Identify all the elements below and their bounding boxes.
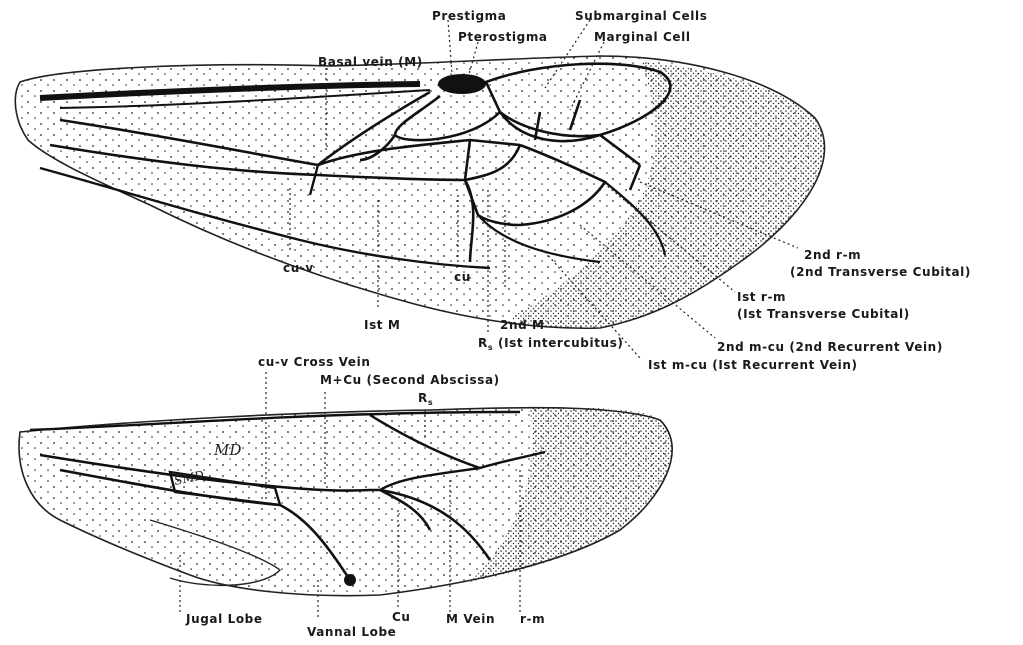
label-pterostigma: Pterostigma bbox=[458, 31, 548, 44]
label-second-rm-line2: (2nd Transverse Cubital) bbox=[790, 266, 971, 279]
rs-subscript: s bbox=[488, 343, 493, 352]
label-cu: cu bbox=[454, 271, 471, 284]
label-cu-v: cu-v bbox=[283, 262, 314, 275]
forewing bbox=[15, 20, 824, 358]
label-first-rm-line2: (Ist Transverse Cubital) bbox=[737, 308, 910, 321]
label-m-cu-second-abscissa: M+Cu (Second Abscissa) bbox=[320, 374, 500, 387]
label-rs-intercubitus: Rs (Ist intercubitus) bbox=[478, 337, 624, 351]
label-prestigma: Prestigma bbox=[432, 10, 506, 23]
rs-description: (Ist intercubitus) bbox=[493, 336, 623, 350]
label-second-rm-line1: 2nd r-m bbox=[804, 249, 861, 262]
label-cu-hindwing: Cu bbox=[392, 611, 411, 624]
label-second-m: 2nd M bbox=[500, 319, 545, 332]
rs-symbol: R bbox=[478, 336, 488, 350]
label-first-rm-line1: Ist r-m bbox=[737, 291, 786, 304]
label-submarginal-cells: Submarginal Cells bbox=[575, 10, 707, 23]
label-first-m: Ist M bbox=[364, 319, 400, 332]
label-md: MD bbox=[214, 441, 241, 459]
label-cu-v-cross-vein: cu-v Cross Vein bbox=[258, 356, 371, 369]
label-marginal-cell: Marginal Cell bbox=[594, 31, 691, 44]
label-vannal-lobe: Vannal Lobe bbox=[307, 626, 396, 639]
label-first-mcu: Ist m-cu (Ist Recurrent Vein) bbox=[648, 359, 858, 372]
label-jugal-lobe: Jugal Lobe bbox=[186, 613, 263, 626]
label-rs-hindwing: Rs bbox=[418, 392, 433, 406]
pterostigma-mark bbox=[438, 74, 486, 94]
rs-hind-subscript: s bbox=[428, 398, 433, 407]
label-second-mcu: 2nd m-cu (2nd Recurrent Vein) bbox=[717, 341, 943, 354]
hamuli-spot bbox=[344, 574, 356, 586]
hindwing bbox=[19, 372, 672, 620]
label-r-m: r-m bbox=[520, 613, 545, 626]
label-m-vein: M Vein bbox=[446, 613, 495, 626]
label-basal-vein: Basal vein (M) bbox=[318, 56, 423, 69]
rs-hind-symbol: R bbox=[418, 391, 428, 405]
